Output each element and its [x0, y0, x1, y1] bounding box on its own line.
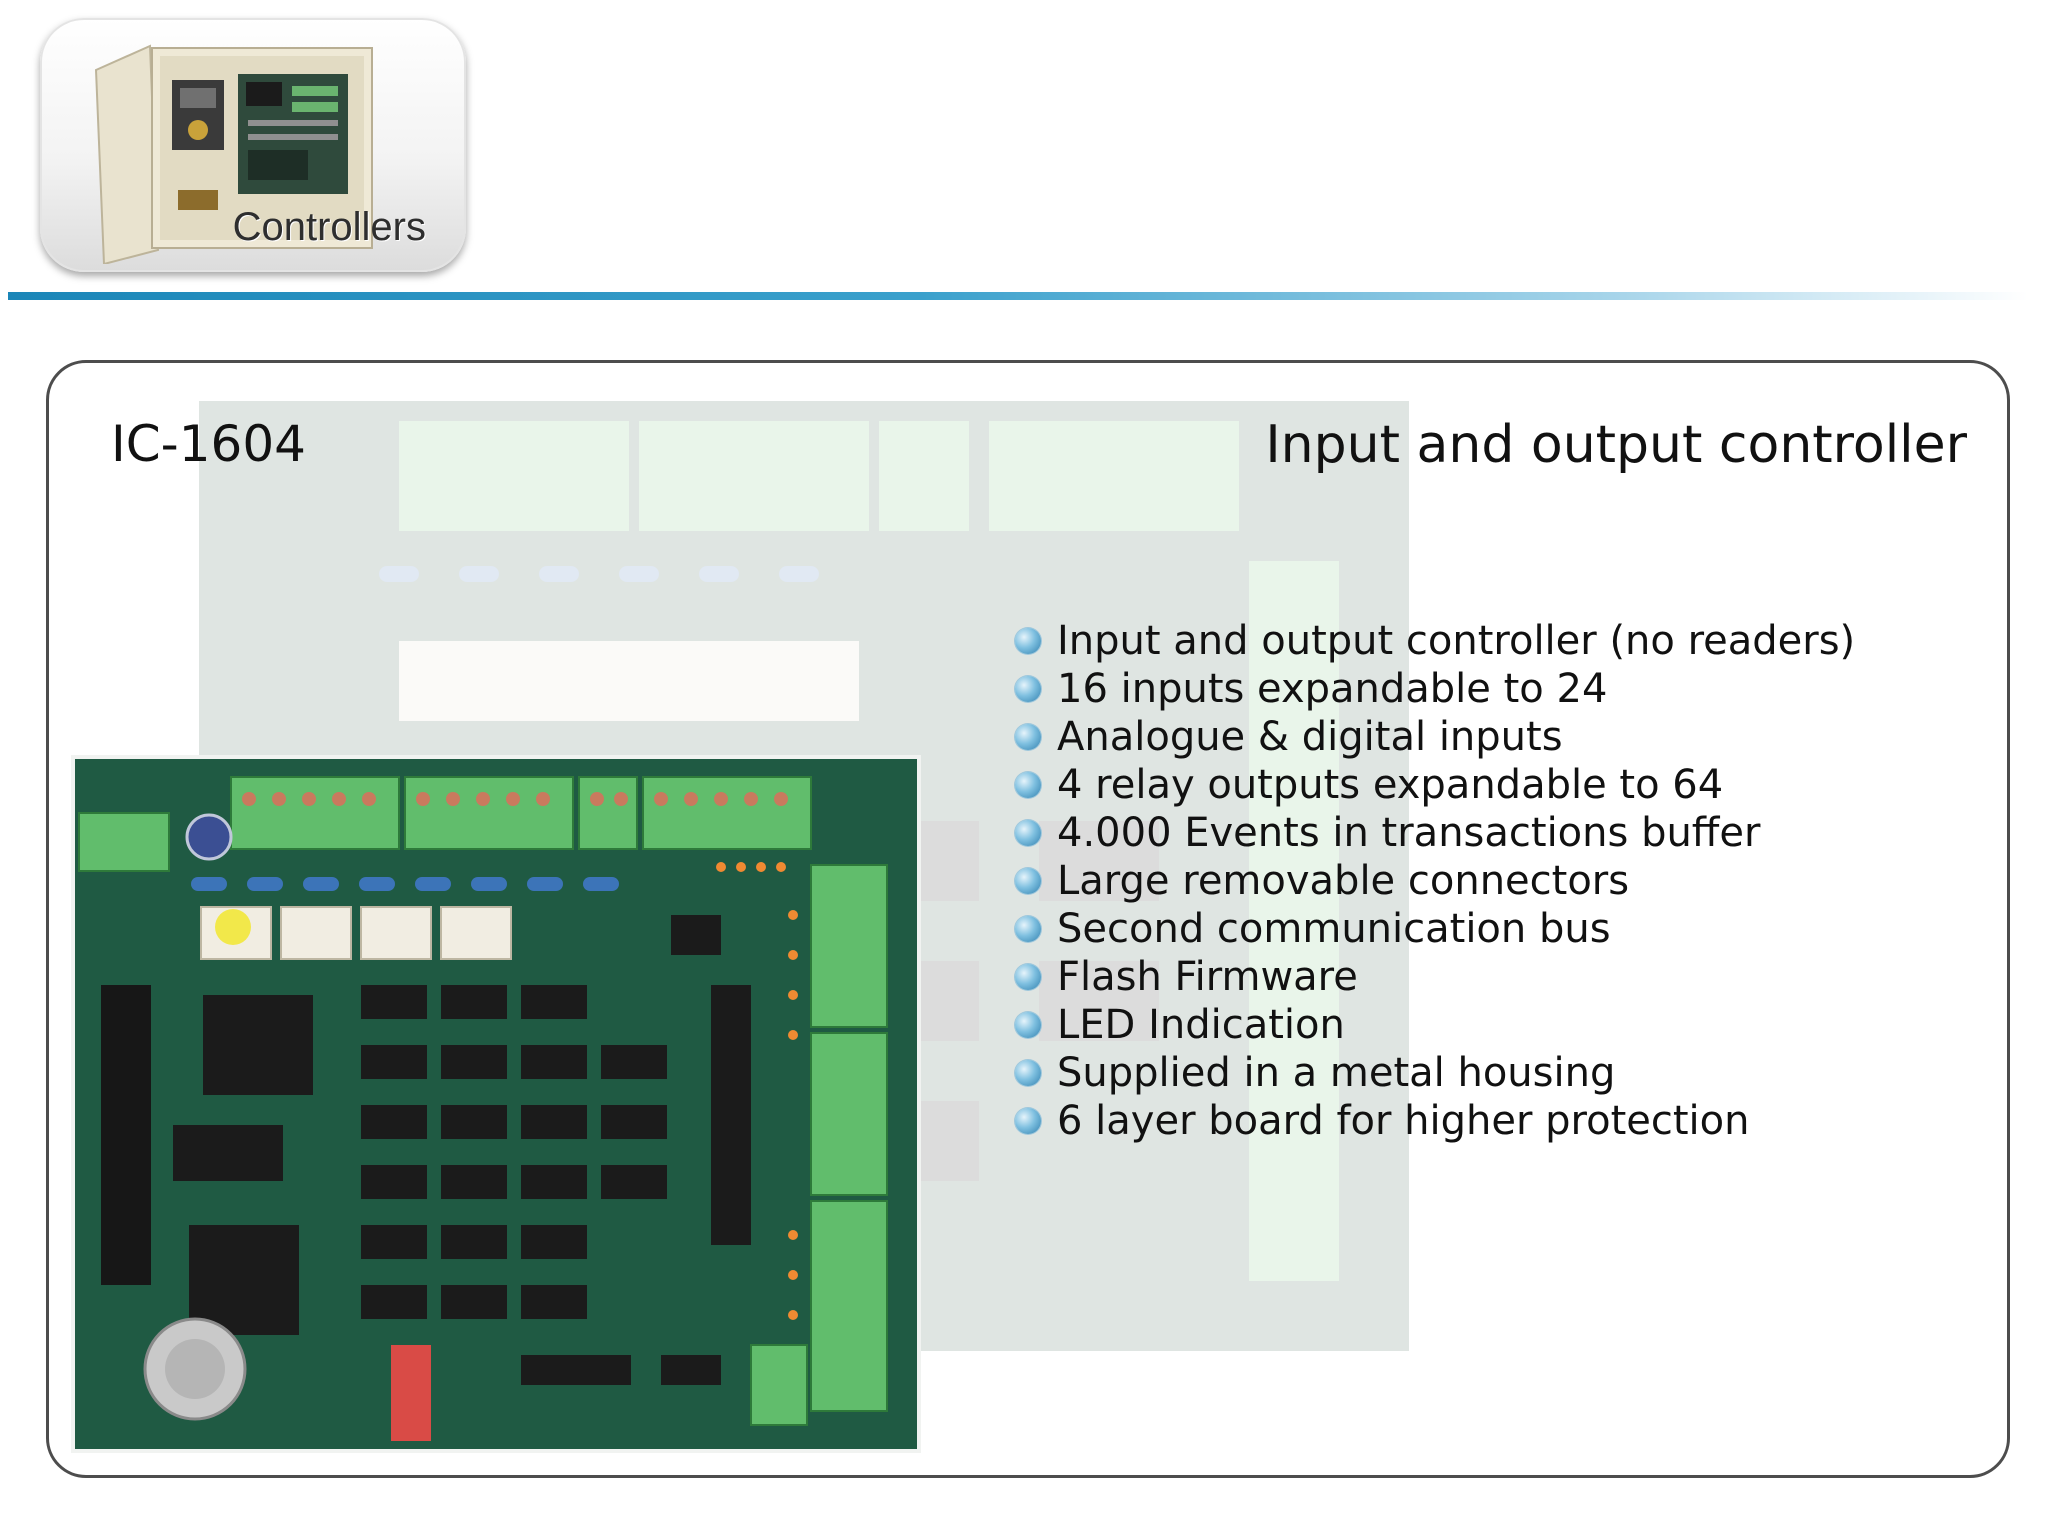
feature-text: 4 relay outputs expandable to 64 [1057, 762, 1724, 808]
list-item: 4 relay outputs expandable to 64 [1015, 761, 1855, 809]
controllers-badge[interactable]: Controllers [40, 18, 466, 272]
bullet-icon [1015, 820, 1041, 846]
bullet-icon [1015, 772, 1041, 798]
feature-text: Second communication bus [1057, 906, 1611, 952]
bullet-icon [1015, 1012, 1041, 1038]
product-title: Input and output controller [1265, 415, 1967, 475]
header-divider [8, 292, 2028, 300]
bullet-icon [1015, 964, 1041, 990]
feature-text: Flash Firmware [1057, 954, 1358, 1000]
badge-label: Controllers [232, 205, 426, 249]
bullet-icon [1015, 1060, 1041, 1086]
content-panel: IC-1604 Input and output controller [46, 360, 2010, 1478]
list-item: 16 inputs expandable to 24 [1015, 665, 1855, 713]
list-item: Supplied in a metal housing [1015, 1049, 1855, 1097]
control-cabinet-icon [94, 44, 373, 264]
bullet-icon [1015, 868, 1041, 894]
list-item: Analogue & digital inputs [1015, 713, 1855, 761]
list-item: 4.000 Events in transactions buffer [1015, 809, 1855, 857]
list-item: LED Indication [1015, 1001, 1855, 1049]
bullet-icon [1015, 676, 1041, 702]
feature-list: Input and output controller (no readers)… [1015, 617, 1855, 1145]
feature-text: 4.000 Events in transactions buffer [1057, 810, 1761, 856]
feature-text: 6 layer board for higher protection [1057, 1098, 1750, 1144]
bullet-icon [1015, 628, 1041, 654]
bullet-icon [1015, 724, 1041, 750]
list-item: Large removable connectors [1015, 857, 1855, 905]
list-item: 6 layer board for higher protection [1015, 1097, 1855, 1145]
feature-text: Analogue & digital inputs [1057, 714, 1563, 760]
feature-text: LED Indication [1057, 1002, 1345, 1048]
feature-text: 16 inputs expandable to 24 [1057, 666, 1608, 712]
feature-text: Supplied in a metal housing [1057, 1050, 1616, 1096]
model-number: IC-1604 [111, 415, 306, 473]
circuit-board-image [71, 755, 921, 1453]
list-item: Input and output controller (no readers) [1015, 617, 1855, 665]
feature-text: Input and output controller (no readers) [1057, 618, 1856, 664]
bullet-icon [1015, 916, 1041, 942]
feature-text: Large removable connectors [1057, 858, 1630, 904]
list-item: Second communication bus [1015, 905, 1855, 953]
list-item: Flash Firmware [1015, 953, 1855, 1001]
bullet-icon [1015, 1108, 1041, 1134]
